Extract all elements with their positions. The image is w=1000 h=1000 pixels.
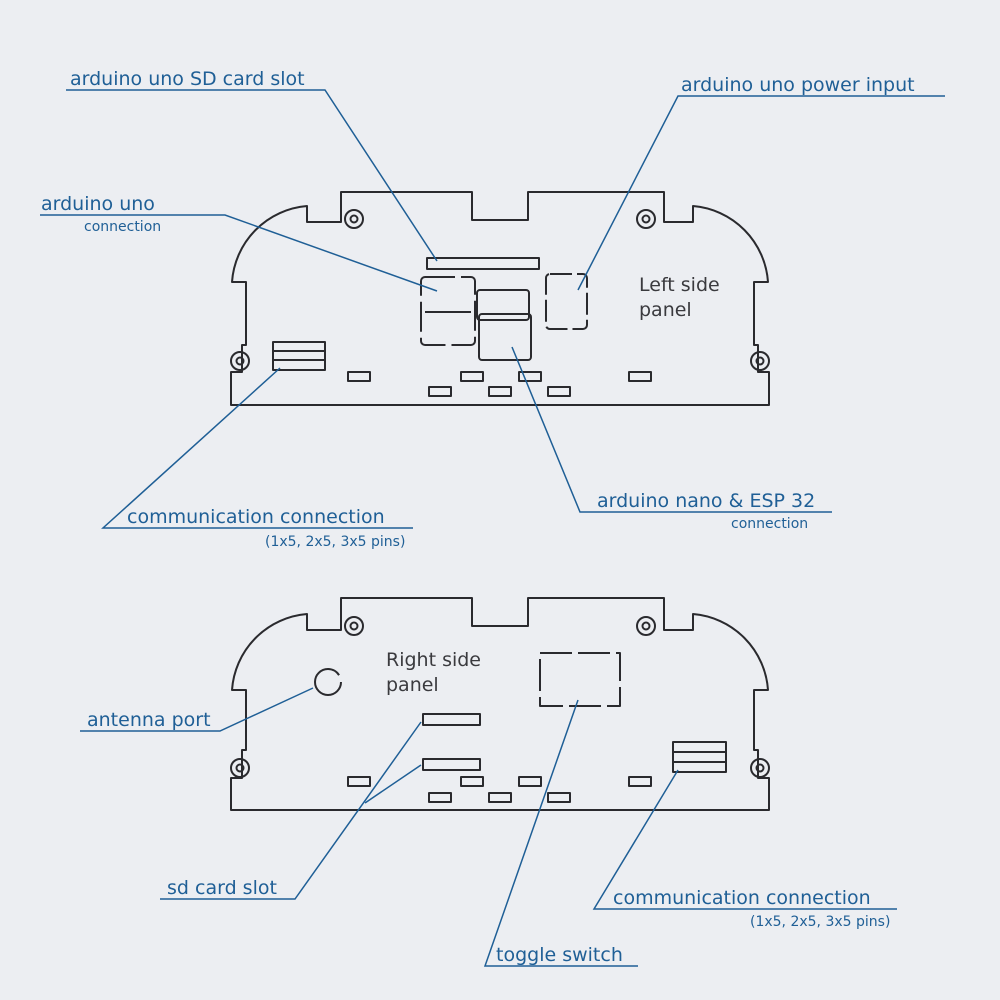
label-nano-esp-connection-sub: connection	[731, 516, 808, 532]
callout-line-sd-card-upper	[160, 721, 422, 900]
right-sd-card-slot-lower	[422, 758, 481, 771]
label-left-comm-connection-sub: (1x5, 2x5, 3x5 pins)	[265, 534, 405, 550]
callout-line-antenna-port	[80, 687, 314, 732]
right-callouts	[80, 687, 897, 967]
callout-line-right-comm	[592, 769, 897, 910]
left-nano-esp-cutout	[476, 289, 532, 361]
label-uno-sd-card-slot: arduino uno SD card slot	[70, 68, 305, 90]
label-uno-connection: arduino uno	[41, 193, 155, 215]
left-comm-pins	[272, 341, 326, 371]
left-sd-card-slot	[426, 257, 540, 270]
label-antenna-port: antenna port	[87, 709, 211, 731]
callout-line-uno-power-input	[577, 95, 945, 291]
left-mount-hole-top-right	[636, 209, 656, 229]
label-right-comm-connection-sub: (1x5, 2x5, 3x5 pins)	[750, 914, 890, 930]
left-uno-connection-cutout	[420, 276, 476, 346]
label-uno-connection-sub: connection	[84, 219, 161, 235]
right-comm-pins	[672, 741, 727, 773]
left-small-slots	[347, 371, 652, 397]
label-left-comm-connection: communication connection	[127, 506, 385, 528]
right-mount-hole-top-right	[636, 616, 656, 636]
right-panel-title-line2: panel	[386, 674, 439, 696]
label-sd-card-slot: sd card slot	[167, 877, 277, 899]
right-mount-hole-top-left	[344, 616, 364, 636]
callout-line-nano-esp	[511, 346, 832, 513]
right-panel-outline	[230, 597, 770, 811]
left-panel-outline	[230, 191, 770, 406]
left-mount-hole-bottom-right	[750, 351, 770, 371]
left-panel-title-line2: panel	[639, 299, 692, 321]
callout-line-left-comm	[101, 367, 413, 529]
left-panel-title-line1: Left side	[639, 274, 720, 296]
right-toggle-switch-cutout	[539, 652, 621, 707]
callout-line-toggle-switch	[483, 699, 638, 967]
label-toggle-switch: toggle switch	[496, 944, 623, 966]
right-sd-card-slot-upper	[422, 713, 481, 726]
right-mount-hole-bottom-left	[230, 758, 250, 778]
right-side-panel	[230, 597, 770, 811]
left-power-input-cutout	[545, 273, 588, 330]
label-nano-esp-connection: arduino nano & ESP 32	[597, 490, 815, 512]
left-callouts	[40, 89, 945, 529]
left-mount-hole-top-left	[344, 209, 364, 229]
left-mount-hole-bottom-left	[230, 351, 250, 371]
label-uno-power-input: arduino uno power input	[681, 74, 915, 96]
left-side-panel	[230, 191, 770, 406]
right-antenna-port	[314, 668, 342, 696]
right-mount-hole-bottom-right	[750, 758, 770, 778]
right-panel-title-line1: Right side	[386, 649, 481, 671]
callout-line-uno-connection	[40, 214, 438, 292]
callout-line-uno-sd-card	[66, 89, 438, 262]
right-small-slots	[347, 776, 652, 803]
label-right-comm-connection: communication connection	[613, 887, 871, 909]
callout-line-sd-card-lower	[364, 764, 422, 804]
